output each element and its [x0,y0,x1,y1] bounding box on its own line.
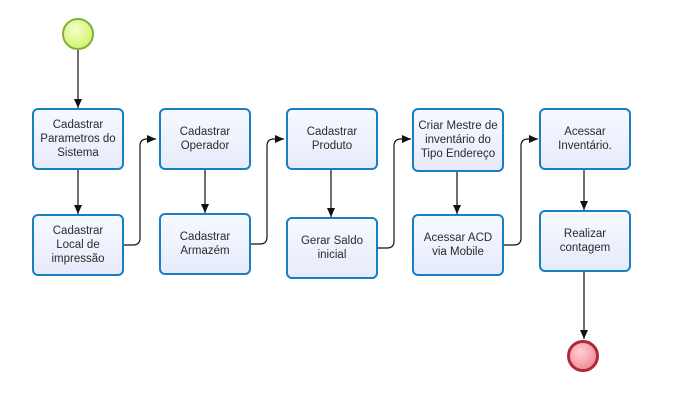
task-cadastrar-local-impressao[interactable]: Cadastrar Local de impressão [32,214,124,276]
task-cadastrar-armazem[interactable]: Cadastrar Armazém [159,213,251,275]
start-event[interactable] [62,18,94,50]
task-criar-mestre-inventario[interactable]: Criar Mestre de inventário do Tipo Ender… [412,108,504,172]
task-acessar-inventario[interactable]: Acessar Inventário. [539,108,631,170]
task-realizar-contagem[interactable]: Realizar contagem [539,210,631,272]
edge-saldo-to-mestre [377,135,411,249]
task-cadastrar-operador[interactable]: Cadastrar Operador [159,108,251,170]
task-acessar-acd[interactable]: Acessar ACD via Mobile [412,214,504,276]
edge-acd-to-inventario [504,135,538,246]
task-gerar-saldo-inicial[interactable]: Gerar Saldo inicial [286,217,378,279]
edge-armazem-to-produto [250,135,284,245]
edge-local-to-operador [124,135,156,246]
end-event[interactable] [567,340,599,372]
task-cadastrar-parametros[interactable]: Cadastrar Parametros do Sistema [32,108,124,170]
task-cadastrar-produto[interactable]: Cadastrar Produto [286,108,378,170]
